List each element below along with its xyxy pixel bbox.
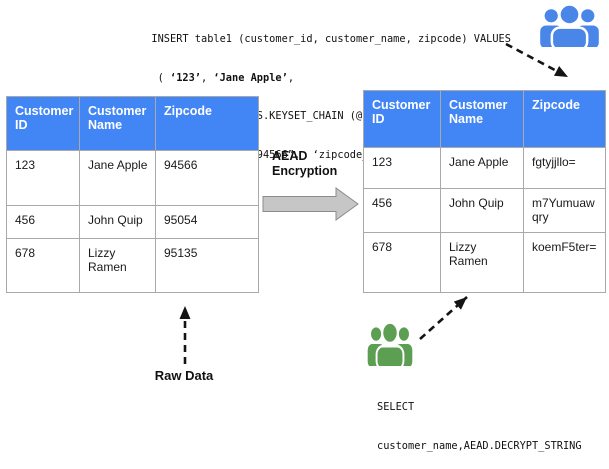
column-header: Customer Name — [440, 90, 524, 148]
table-row: 456 John Quip 95054 — [6, 205, 259, 239]
users-group-icon — [366, 320, 414, 371]
cell-customer-name: Lizzy Ramen — [79, 238, 156, 293]
cell-customer-name: John Quip — [440, 188, 524, 233]
insert-query-line: INSERT table1 (customer_id, customer_nam… — [139, 32, 511, 45]
cell-zipcode: 95054 — [155, 205, 259, 239]
cell-encrypted-zipcode: m7Yumuawqry — [523, 188, 606, 233]
cell-customer-name: John Quip — [79, 205, 156, 239]
cell-customer-name: Jane Apple — [440, 147, 524, 189]
encrypted-data-table: Customer ID Customer Name Zipcode 123 Ja… — [363, 90, 606, 293]
cell-customer-name: Jane Apple — [79, 150, 156, 206]
cell-encrypted-zipcode: fgtyjjllo= — [523, 147, 606, 189]
cell-encrypted-zipcode: koemF5ter= — [523, 232, 606, 293]
table-row: 123 Jane Apple 94566 — [6, 150, 259, 206]
table-header-row: Customer ID Customer Name Zipcode — [6, 96, 259, 151]
insert-flow-dashed-arrow — [505, 42, 569, 79]
cell-customer-name: Lizzy Ramen — [440, 232, 524, 293]
cell-customer-id: 123 — [6, 150, 80, 206]
column-header: Customer ID — [6, 96, 80, 151]
table-header-row: Customer ID Customer Name Zipcode — [363, 90, 606, 148]
cell-zipcode: 94566 — [155, 150, 259, 206]
cell-zipcode: 95135 — [155, 238, 259, 293]
cell-customer-id: 456 — [6, 205, 80, 239]
raw-data-label: Raw Data — [154, 368, 214, 383]
cell-customer-id: 678 — [363, 232, 441, 293]
aead-encryption-label: AEAD Encryption — [272, 149, 338, 178]
table-row: 123 Jane Apple fgtyjjllo= — [363, 147, 606, 189]
table-row: 678 Lizzy Ramen koemF5ter= — [363, 232, 606, 293]
select-query-code: SELECT customer_name,AEAD.DECRYPT_STRING… — [377, 375, 582, 469]
cell-customer-id: 678 — [6, 238, 80, 293]
users-group-icon — [538, 2, 601, 52]
cell-customer-id: 456 — [363, 188, 441, 233]
column-header: Customer Name — [79, 96, 156, 151]
column-header: Customer ID — [363, 90, 441, 148]
select-flow-dashed-arrow — [419, 296, 468, 340]
insert-query-line: ( ‘123’, ‘Jane Apple’, — [139, 71, 295, 84]
column-header: Zipcode — [155, 96, 259, 151]
select-query-line: customer_name,AEAD.DECRYPT_STRING — [377, 439, 582, 452]
raw-data-table: Customer ID Customer Name Zipcode 123 Ja… — [6, 96, 259, 293]
encryption-block-arrow — [262, 187, 359, 221]
table-row: 456 John Quip m7Yumuawqry — [363, 188, 606, 233]
cell-customer-id: 123 — [363, 147, 441, 189]
table-row: 678 Lizzy Ramen 95135 — [6, 238, 259, 293]
select-query-line: SELECT — [377, 400, 415, 413]
column-header: Zipcode — [523, 90, 606, 148]
